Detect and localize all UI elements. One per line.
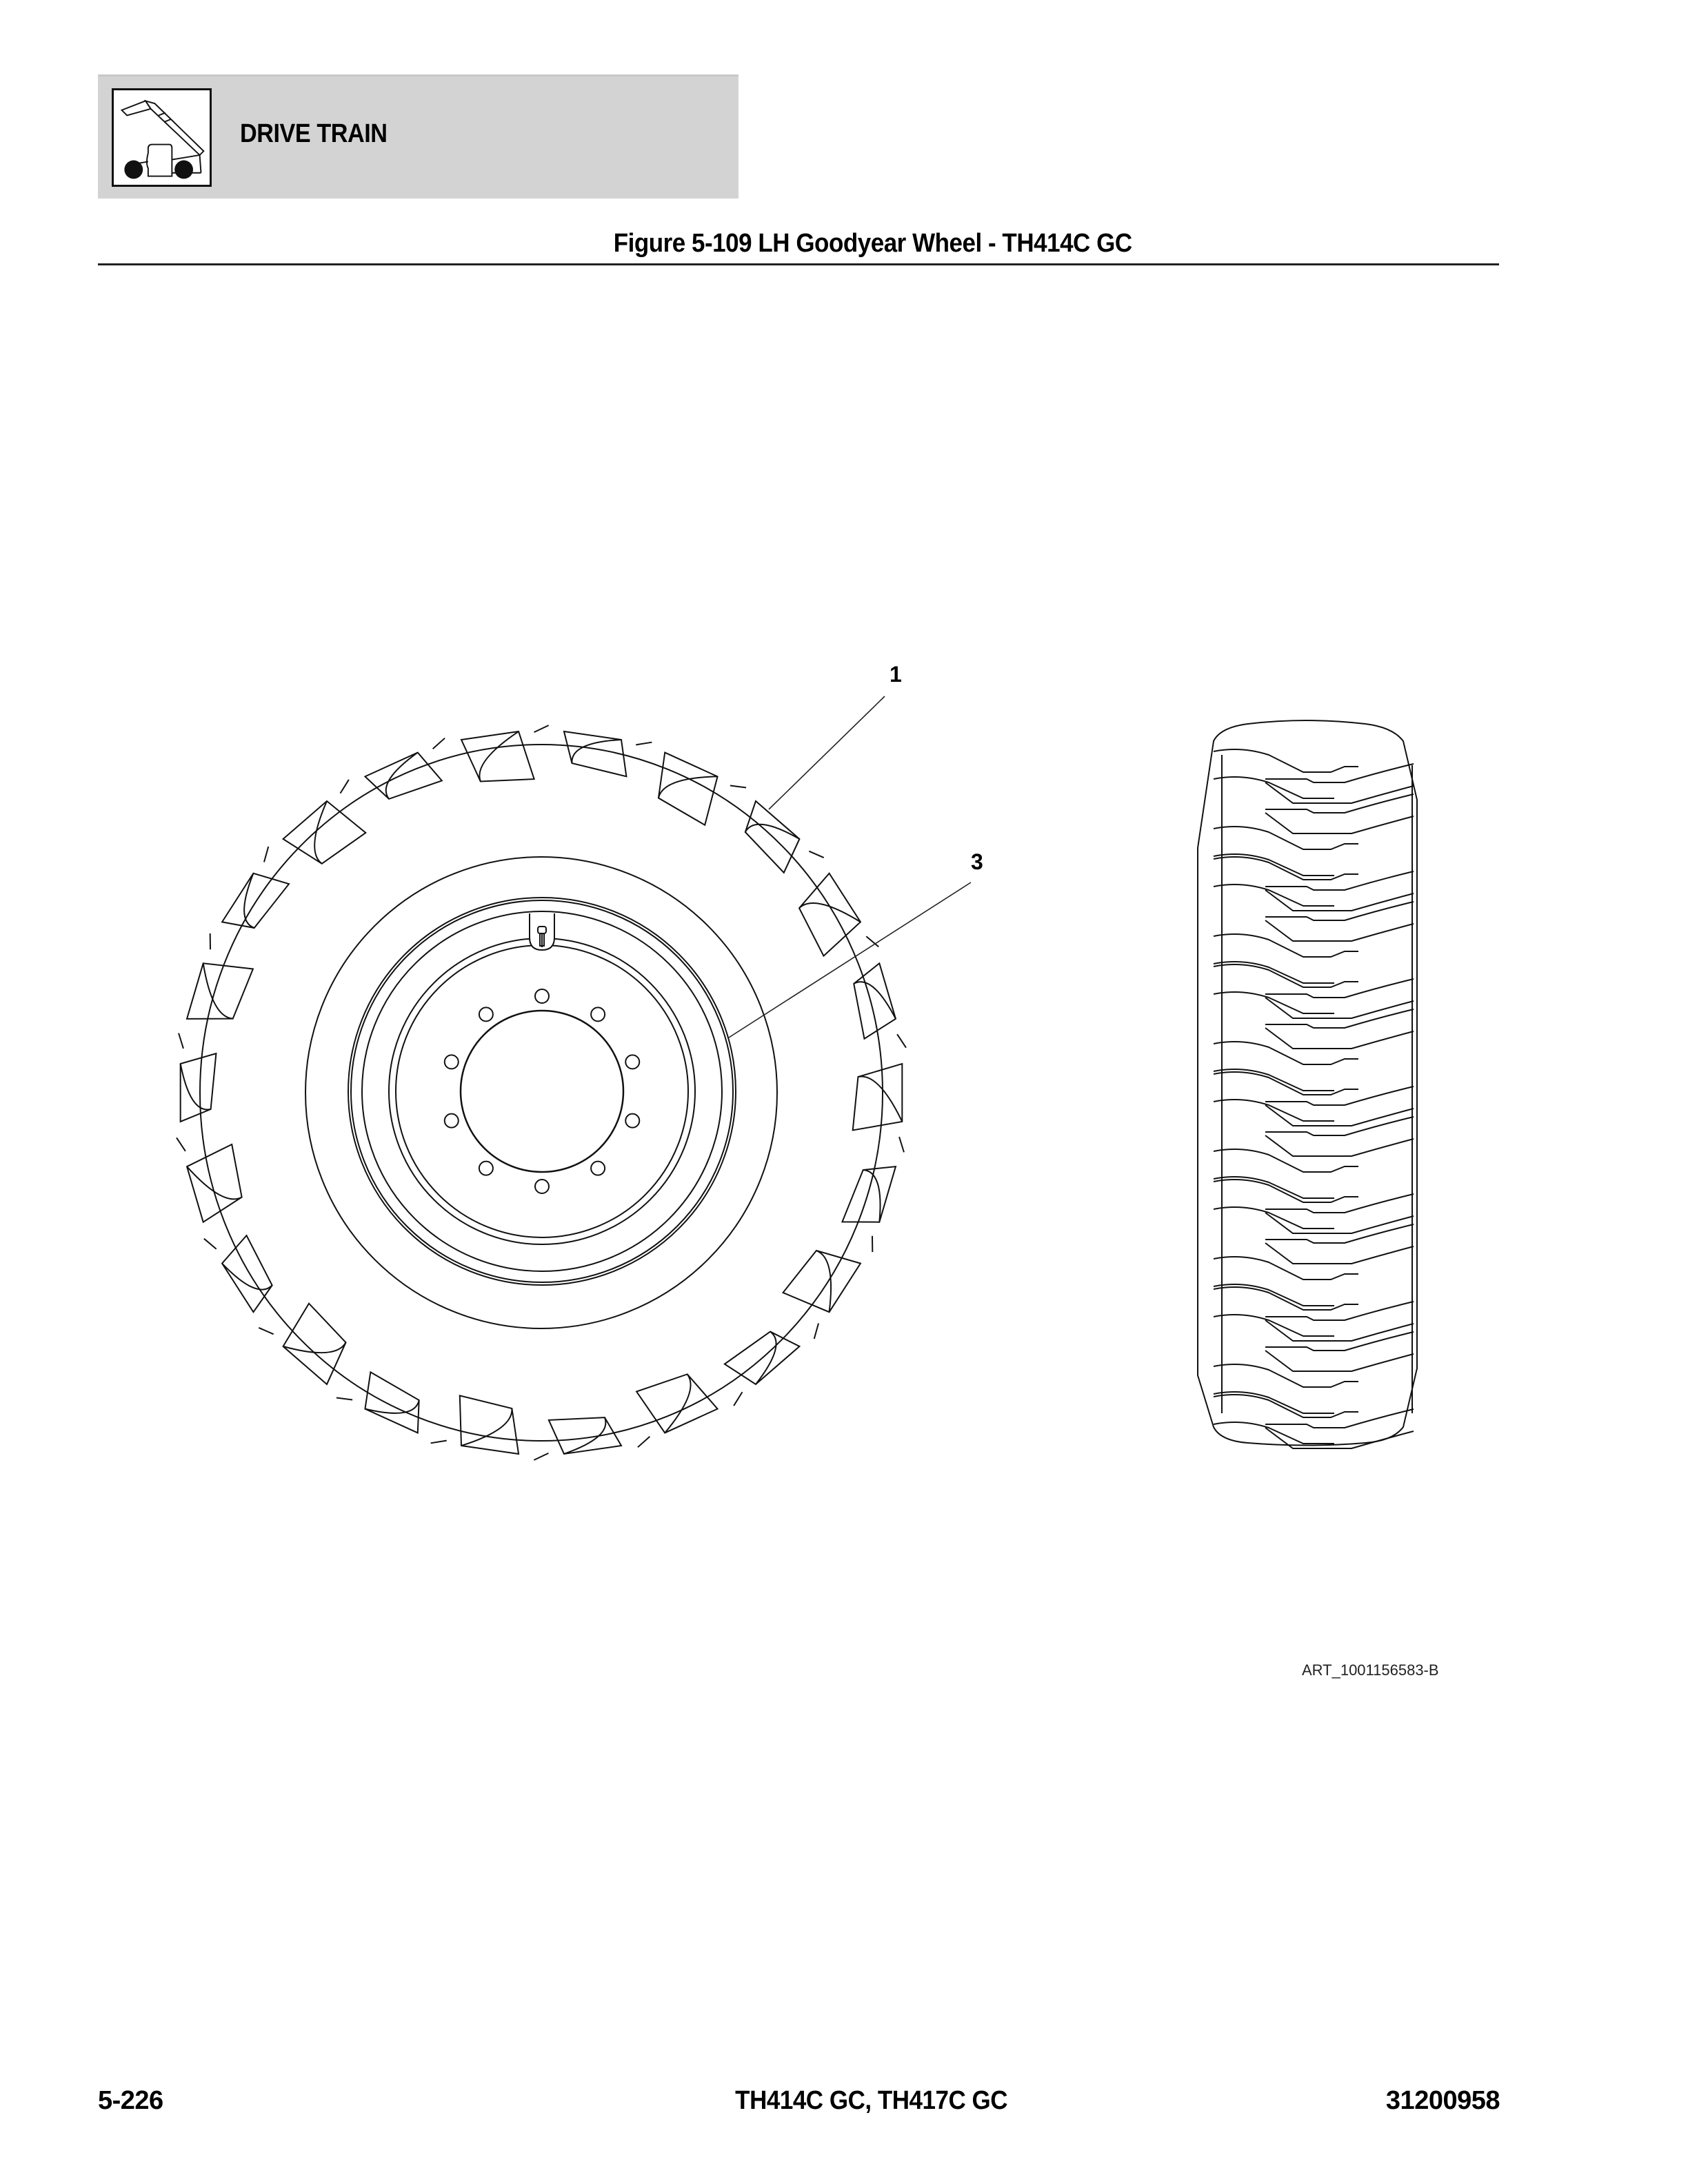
wheel-hub bbox=[459, 1009, 625, 1173]
leader-line-1 bbox=[768, 696, 885, 810]
title-divider bbox=[98, 263, 1499, 265]
section-title: DRIVE TRAIN bbox=[240, 119, 388, 148]
page-number: 5-226 bbox=[98, 2086, 163, 2115]
figure-title: Figure 5-109 LH Goodyear Wheel - TH414C … bbox=[0, 229, 1688, 259]
callout-1: 1 bbox=[890, 662, 902, 687]
section-header-band: DRIVE TRAIN bbox=[98, 74, 738, 199]
callout-3: 3 bbox=[971, 849, 983, 874]
wheel-rim bbox=[348, 897, 736, 1286]
telehandler-icon bbox=[112, 88, 212, 187]
document-number: 31200958 bbox=[1385, 2086, 1500, 2115]
tire-tread-side-view bbox=[1197, 720, 1418, 1449]
footer-models-text: TH414C GC, TH417C GC bbox=[735, 2086, 1008, 2115]
footer-models: TH414C GC, TH417C GC bbox=[0, 2086, 1688, 2116]
valve-stem-icon bbox=[529, 913, 555, 951]
bolt-holes bbox=[443, 989, 641, 1194]
art-number: ART_1001156583-B bbox=[1302, 1661, 1439, 1679]
figure-title-text: Figure 5-109 LH Goodyear Wheel - TH414C … bbox=[614, 229, 1132, 258]
wheel-front-view bbox=[176, 725, 907, 1461]
leader-line-3 bbox=[728, 882, 972, 1038]
